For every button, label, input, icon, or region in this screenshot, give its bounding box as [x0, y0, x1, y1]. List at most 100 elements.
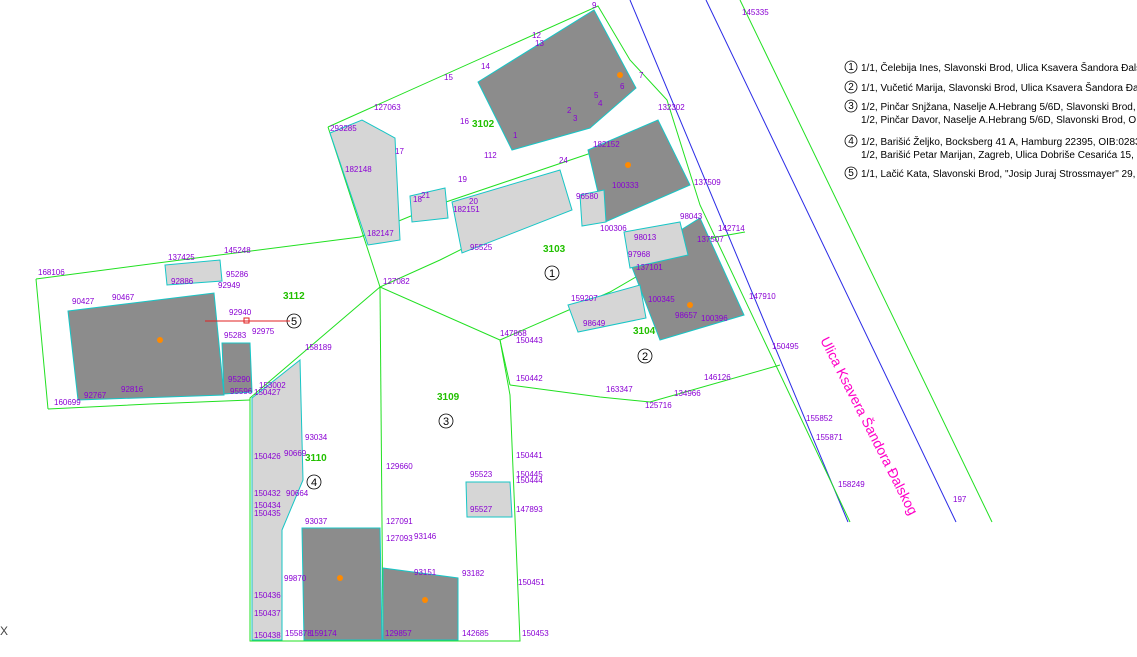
parcel-label: 3112	[283, 291, 305, 302]
point-number: 112	[484, 151, 497, 160]
point-number: 150426	[254, 452, 281, 461]
point-number: 150445	[516, 470, 543, 479]
point-number: 12	[532, 31, 541, 40]
point-number: 137425	[168, 253, 195, 262]
parcel-labels: 3102 3103 3104 3109 3110 3112	[283, 119, 656, 464]
point-number: 98657	[675, 311, 698, 320]
building-3102-main	[477, 9, 637, 151]
point-number: 93151	[414, 568, 437, 577]
point-number: 21	[421, 191, 430, 200]
point-number: 90427	[72, 297, 95, 306]
point-number: 16	[460, 117, 469, 126]
point-number: 182148	[345, 165, 372, 174]
point-number: 90664	[286, 489, 309, 498]
corner-mark: X	[0, 624, 8, 638]
point-number: 95596	[230, 387, 253, 396]
point-number: 293285	[330, 124, 357, 133]
point-number: 168106	[38, 268, 65, 277]
parcel-label: 3104	[633, 326, 656, 337]
point-number: 150437	[254, 609, 281, 618]
point-number: 90669	[284, 449, 307, 458]
point-number: 158249	[838, 480, 865, 489]
building-3112-main	[67, 292, 225, 401]
point-number: 90467	[112, 293, 135, 302]
point-number: 147893	[516, 505, 543, 514]
point-number: 147868	[500, 329, 527, 338]
owner-marker: 3	[438, 413, 454, 429]
legend-line: 1/1, Vučetić Marija, Slavonski Brod, Uli…	[861, 81, 1137, 94]
owner-marker: 4	[306, 474, 322, 490]
legend-line: 1/1, Čelebija Ines, Slavonski Brod, Ulic…	[861, 61, 1137, 74]
point-number: 100333	[612, 181, 639, 190]
buildings	[67, 9, 745, 641]
legend-entry: 2 1/1, Vučetić Marija, Slavonski Brod, U…	[844, 80, 1137, 94]
building-3104-west	[567, 284, 647, 333]
building-3109-south	[382, 567, 459, 641]
point-number: 92940	[229, 308, 252, 317]
legend-marker: 1	[848, 62, 854, 73]
point-number: 97968	[628, 250, 651, 259]
point-number: 147910	[749, 292, 776, 301]
point-number: 93146	[414, 532, 437, 541]
point-number: 15	[444, 73, 453, 82]
owner-marker-number: 1	[549, 268, 555, 280]
point-number: 14	[481, 62, 490, 71]
point-number: 95286	[226, 270, 249, 279]
parcel-label: 3110	[305, 453, 327, 464]
point-number: 150432	[254, 489, 281, 498]
point-number: 18	[413, 195, 422, 204]
point-number: 155878	[285, 629, 312, 638]
point-number: 95290	[228, 375, 251, 384]
point-number: 1	[513, 131, 518, 140]
legend-marker: 2	[848, 82, 854, 93]
boundary-far-east	[739, 0, 993, 523]
point-number: 142714	[718, 224, 745, 233]
legend-entry: 4 1/2, Barišić Željko, Bocksberg 41 A, H…	[844, 134, 1137, 161]
point-number: 150453	[522, 629, 549, 638]
point-number: 100396	[701, 314, 728, 323]
owner-marker-number: 5	[291, 316, 297, 328]
point-number: 17	[395, 147, 404, 156]
point-number: 153002	[259, 381, 286, 390]
point-number: 150495	[772, 342, 799, 351]
point-number: 100345	[648, 295, 675, 304]
legend-marker: 3	[848, 101, 854, 112]
point-number: 9	[592, 1, 597, 10]
point-number: 92949	[218, 281, 241, 290]
point-number: 150451	[518, 578, 545, 587]
point-number: 95525	[470, 243, 493, 252]
point-number: 98043	[680, 212, 703, 221]
point-number: 150436	[254, 591, 281, 600]
point-number: 197	[953, 495, 967, 504]
boundary-3104-south	[509, 364, 781, 403]
legend-line: 1/2, Barišić Petar Marijan, Zagreb, Ulic…	[861, 150, 1137, 161]
point-number: 125716	[645, 401, 672, 410]
point-numbers: 9 145335 12 13 14 15 16 17 18 19 20 21 2…	[38, 1, 967, 640]
legend-line: 1/2, Pinčar Davor, Naselje A.Hebrang 5/6…	[861, 115, 1137, 126]
point-number: 2	[567, 106, 572, 115]
building-3102-small	[409, 187, 449, 223]
point-number: 19	[458, 175, 467, 184]
point-number: 92975	[252, 327, 275, 336]
point-number: 93034	[305, 433, 328, 442]
boundary-3104-west	[499, 339, 511, 386]
point-number: 96580	[576, 192, 599, 201]
point-number: 129857	[385, 629, 412, 638]
owner-marker: 2	[637, 348, 653, 364]
point-number: 145335	[742, 8, 769, 17]
point-number: 159207	[571, 294, 598, 303]
boundary-3112-west	[35, 278, 49, 410]
owner-marker-number: 3	[443, 416, 449, 428]
point-number: 92886	[171, 277, 194, 286]
building-3103-mid	[451, 169, 573, 254]
point-number: 159174	[310, 629, 337, 638]
legend-marker: 5	[848, 168, 854, 179]
point-number: 99870	[284, 574, 307, 583]
owner-marker-number: 2	[642, 351, 648, 363]
point-number: 95523	[470, 470, 493, 479]
legend-line: 1/2, Pinčar Snjžana, Naselje A.Hebrang 5…	[861, 102, 1136, 113]
legend-line: 1/2, Barišić Željko, Bocksberg 41 A, Ham…	[861, 135, 1137, 148]
boundary-top-east	[327, 5, 851, 523]
point-number: 20	[469, 197, 478, 206]
